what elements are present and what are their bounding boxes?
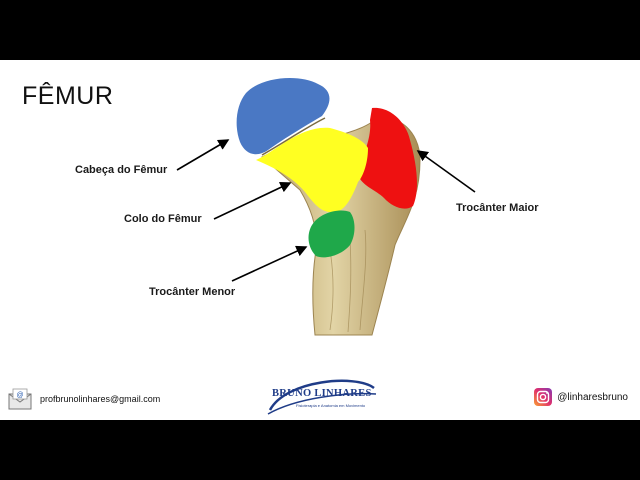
footer-instagram: @linharesbruno: [534, 388, 628, 406]
footer-email: @ profbrunolinhares@gmail.com: [8, 388, 160, 410]
logo-tagline: Fisioterapia e Anatomia em Movimento: [296, 403, 365, 408]
label-greater-trochanter: Trocânter Maior: [456, 202, 539, 214]
email-text: profbrunolinhares@gmail.com: [40, 394, 160, 404]
arrow-lesser-trochanter: [232, 247, 306, 281]
email-icon: @: [8, 388, 32, 410]
instagram-handle: @linharesbruno: [557, 392, 628, 403]
instagram-icon: [534, 388, 552, 406]
label-lesser-trochanter: Trocânter Menor: [149, 286, 235, 298]
femur-diagram: [0, 60, 640, 420]
label-femur-head: Cabeça do Fêmur: [75, 164, 167, 176]
arrow-greater-trochanter: [418, 151, 475, 192]
label-femur-neck: Colo do Fêmur: [124, 213, 202, 225]
arrow-neck: [214, 183, 290, 219]
brand-logo: BRUNO LINHARES Fisioterapia e Anatomia e…: [266, 378, 378, 418]
slide: FÊMUR Cabeça do Fêmur C: [0, 60, 640, 420]
logo-brand-name: BRUNO LINHARES: [272, 388, 372, 399]
svg-text:@: @: [16, 392, 23, 399]
arrow-head: [177, 140, 228, 170]
